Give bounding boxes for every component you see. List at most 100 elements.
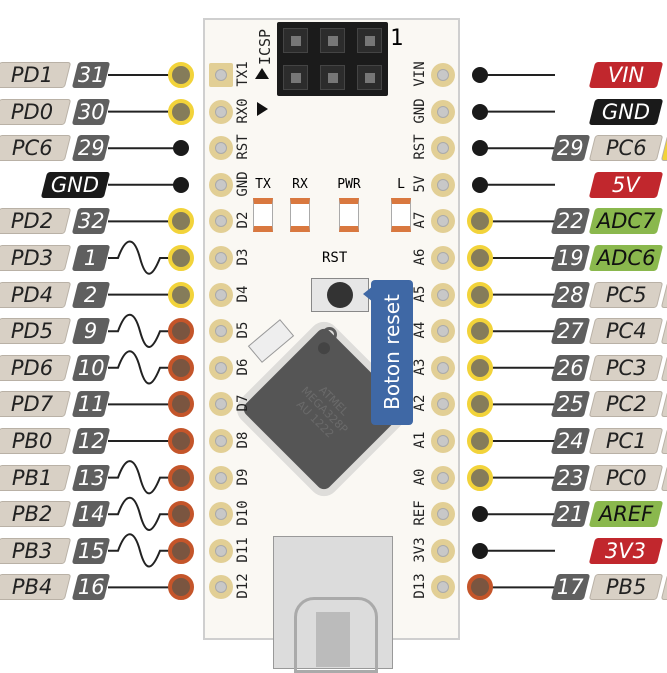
left-pin-d4-port: PD4 (0, 281, 72, 308)
left-pin-d3-pad (209, 246, 233, 270)
left-pin-d5-number-text: 9 (84, 318, 98, 343)
left-pin-d2-pin-marker (168, 208, 194, 235)
triangle-marker-icon (255, 68, 269, 79)
icsp-pin (320, 28, 345, 53)
led-label-pwr: PWR (337, 177, 361, 192)
icsp-label: ICSP (256, 28, 274, 66)
right-pin-a2-pad (431, 392, 455, 417)
right-pin-a4-port: PC4 (588, 318, 664, 345)
right-pin-5v-pad (431, 172, 455, 197)
right-pin-a0-pad (431, 465, 455, 490)
left-pin-d11-pin-marker (168, 537, 194, 564)
left-pin-rst-pad (209, 136, 233, 161)
right-pin-a7-number: 22 (550, 208, 591, 235)
left-pin-d12-number: 16 (71, 574, 111, 601)
right-pin-a2-number: 25 (550, 391, 591, 418)
left-pin-d5-wire (108, 313, 180, 348)
left-pin-d11-wire (108, 533, 180, 568)
right-pin-a3-number: 26 (550, 354, 591, 381)
right-pin-a7-pin-marker (467, 208, 493, 235)
right-pin-vin-dot (472, 67, 488, 83)
left-pin-d9-port: PB1 (0, 464, 72, 491)
left-pin-rx0-number-text: 30 (77, 99, 105, 124)
right-pin-3v3-pad (431, 538, 455, 563)
right-pin-a4-number: 27 (550, 318, 591, 345)
right-pin-a6-port: ADC6 (588, 245, 664, 271)
right-pin-a5-port: PC5 (588, 281, 664, 308)
right-pin-a2-port: PC2 (588, 391, 664, 418)
left-pin-d5-number: 9 (71, 318, 111, 345)
left-pin-d11-pad (209, 538, 233, 563)
right-pin-vin-label: VIN (588, 62, 664, 88)
icsp-header (277, 22, 388, 96)
right-pin-a3-port: PC3 (588, 354, 664, 381)
left-pin-rst-dot (173, 140, 189, 157)
right-pin-a5-number-text: 28 (557, 282, 584, 307)
left-pin-d4-port-text: PD4 (10, 282, 54, 307)
right-pin-d13-port-text: PB5 (605, 574, 647, 599)
right-pin-a1-number-text: 24 (557, 428, 584, 453)
left-pin-d7-port: PD7 (0, 391, 72, 418)
icsp-pin (357, 65, 382, 90)
led-pwr (339, 198, 359, 232)
left-pin-d3-number: 1 (71, 245, 111, 271)
right-pin-rst-pad (431, 136, 455, 161)
left-pin-d3-number-text: 1 (84, 245, 98, 270)
right-pin-a0-port-text: PC0 (605, 465, 647, 490)
left-pin-d10-wire (108, 496, 180, 531)
right-pin-5v-label-text: 5V (612, 172, 640, 197)
right-pin-a5-port-text: PC5 (605, 282, 647, 307)
left-pin-d2-port: PD2 (0, 208, 72, 235)
icsp-pin1-label: 1 (390, 26, 404, 51)
left-pin-d6-pin-marker (168, 354, 194, 381)
reset-callout: Boton reset (363, 280, 413, 425)
right-pin-gnd-label-text: GND (601, 99, 651, 124)
left-pin-d9-port-text: PB1 (11, 465, 53, 490)
mini-usb-connector (273, 536, 393, 673)
left-pin-d7-port-text: PD7 (10, 391, 54, 416)
left-pin-d12-pad (209, 575, 233, 600)
led-label-tx: TX (255, 177, 271, 192)
left-pin-rst-number-text: 29 (77, 135, 105, 160)
right-pin-a4-port-text: PC4 (605, 318, 647, 343)
right-pin-vin-pad (431, 63, 455, 87)
right-pin-a5-number: 28 (550, 281, 591, 308)
right-pin-a6-pin-marker (467, 245, 493, 271)
icsp-pin (320, 65, 345, 90)
reset-label: RST (322, 250, 348, 266)
led-tx (253, 198, 273, 232)
right-pin-a4-pin-marker (467, 318, 493, 345)
left-pin-d6-number: 10 (71, 354, 111, 381)
left-pin-tx1-number: 31 (71, 62, 111, 88)
right-pin-ref-dot (472, 506, 488, 523)
led-label-rx: RX (292, 177, 308, 192)
left-pin-d12-port-text: PB4 (11, 574, 53, 599)
reset-button[interactable] (311, 278, 369, 312)
left-pin-d3-port: PD3 (0, 245, 72, 271)
right-pin-a0-number-text: 23 (557, 465, 584, 490)
left-pin-tx1-port: PD1 (0, 62, 72, 88)
left-pin-d10-pad (209, 502, 233, 527)
left-pin-d9-number-text: 13 (77, 465, 105, 490)
right-pin-gnd-label: GND (588, 98, 664, 125)
right-pin-a3-pad (431, 355, 455, 380)
right-pin-gnd-pad (431, 99, 455, 124)
left-pin-rx0-pad (209, 99, 233, 124)
right-pin-3v3-dot (472, 542, 488, 559)
left-pin-tx1-pin-marker (168, 62, 194, 88)
left-pin-d2-number: 32 (71, 208, 111, 235)
left-pin-d4-pad (209, 282, 233, 307)
right-pin-a0-pin-marker (467, 464, 493, 491)
right-pin-d13-board-label: D13 (412, 573, 428, 600)
left-pin-d7-pad (209, 392, 233, 417)
right-pin-a7-number-text: 22 (557, 208, 584, 233)
left-pin-d5-port-text: PD5 (10, 318, 54, 343)
left-pin-d9-number: 13 (71, 464, 111, 491)
led-rx (290, 198, 310, 232)
right-pin-a7-pad (431, 209, 455, 234)
right-pin-a5-pin-marker (467, 281, 493, 308)
right-pin-d13-number-text: 17 (557, 574, 584, 599)
left-pin-d9-pad (209, 465, 233, 490)
left-pin-d7-number-text: 11 (77, 391, 105, 416)
right-pin-d13-number: 17 (550, 574, 591, 601)
